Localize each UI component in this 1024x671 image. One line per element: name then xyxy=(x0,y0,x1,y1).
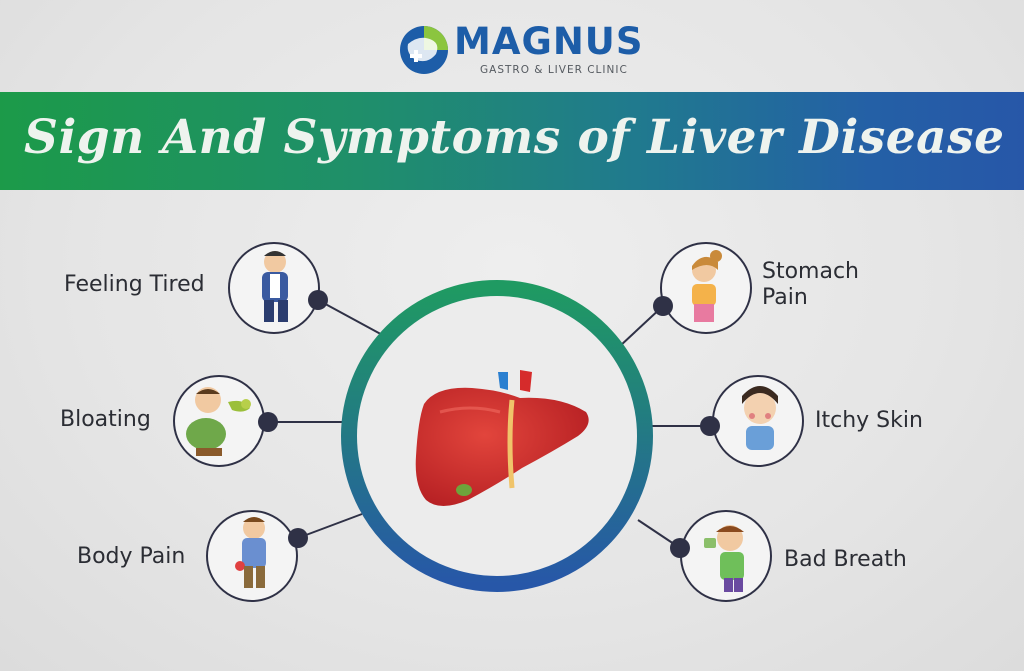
clinic-logo: MAGNUS GASTRO & LIVER CLINIC xyxy=(398,20,642,82)
logo-tagline: GASTRO & LIVER CLINIC xyxy=(480,64,628,76)
label-stomach-pain: Stomach Pain xyxy=(762,259,860,310)
stomach-pain-woman-icon xyxy=(692,250,722,322)
label-body-pain: Body Pain xyxy=(77,544,186,569)
label-itchy-skin: Itchy Skin xyxy=(815,408,923,433)
page-title: Sign And Symptoms of Liver Disease xyxy=(24,110,1005,165)
bloating-man-icon xyxy=(186,387,251,456)
icon-feeling-tired xyxy=(228,242,328,334)
connector-body-pain xyxy=(297,513,363,539)
liver-illustration xyxy=(415,370,589,506)
tired-man-icon xyxy=(262,251,288,322)
icon-bloating xyxy=(173,375,278,467)
bad-breath-boy-icon xyxy=(704,525,744,592)
body-pain-man-icon xyxy=(235,517,266,588)
icon-stomach-pain xyxy=(653,242,752,334)
icon-bad-breath xyxy=(670,510,772,602)
logo-name: MAGNUS xyxy=(454,20,644,63)
label-bad-breath: Bad Breath xyxy=(784,547,907,572)
connector-feeling-tired xyxy=(317,299,389,339)
icon-itchy-skin xyxy=(700,375,804,467)
label-bloating: Bloating xyxy=(60,407,151,432)
itchy-skin-girl-icon xyxy=(742,386,778,450)
title-banner: Sign And Symptoms of Liver Disease xyxy=(0,92,1024,190)
label-feeling-tired: Feeling Tired xyxy=(64,272,205,297)
icon-body-pain xyxy=(206,510,308,602)
logo-mark-icon xyxy=(400,26,448,74)
